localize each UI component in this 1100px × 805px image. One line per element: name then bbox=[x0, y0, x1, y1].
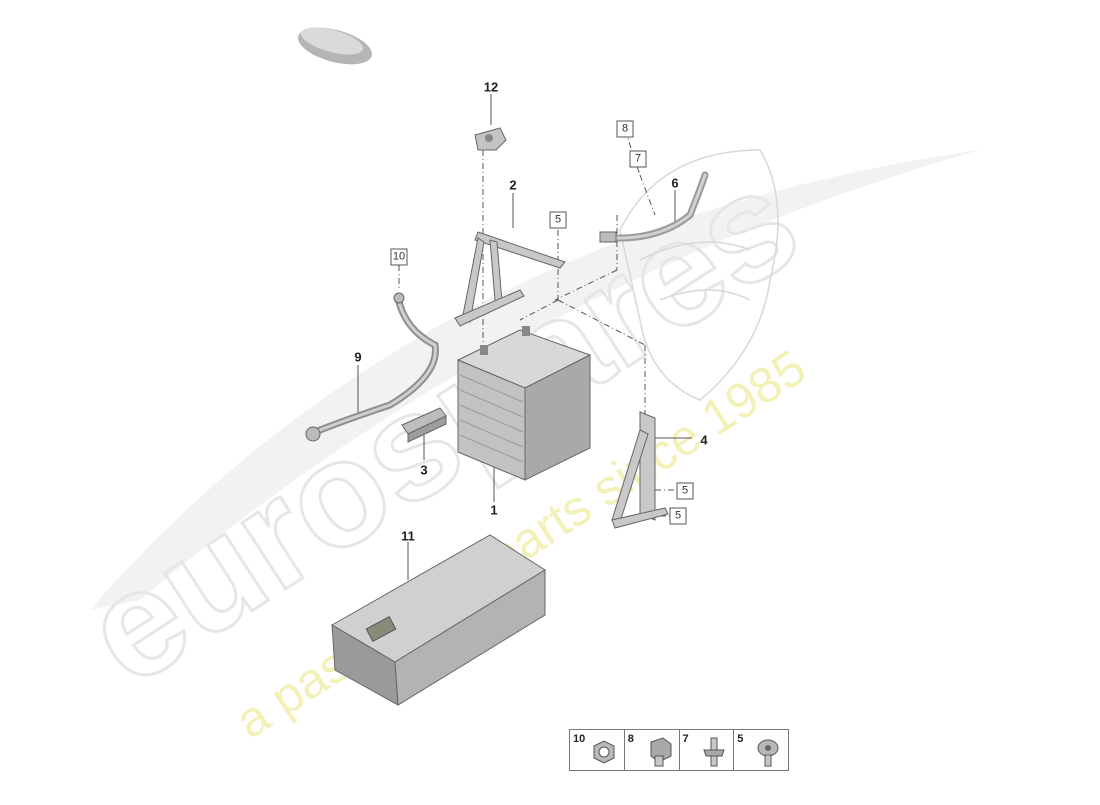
torx-screw-icon bbox=[757, 739, 779, 767]
terminal-cover-part bbox=[401, 407, 447, 443]
fastener-legend: 10 8 7 5 bbox=[569, 729, 789, 771]
callout-4: 4 bbox=[700, 432, 708, 448]
legend-number: 7 bbox=[682, 733, 689, 745]
callout-1: 1 bbox=[490, 502, 498, 518]
boxed-ref-5-right-b: 5 bbox=[669, 507, 687, 525]
battery-part bbox=[456, 326, 592, 481]
legend-number: 10 bbox=[573, 733, 586, 745]
rubber-cap bbox=[298, 27, 372, 65]
boxed-ref-5-right-a: 5 bbox=[676, 482, 694, 500]
callout-3: 3 bbox=[420, 462, 428, 478]
legend-cell-7: 7 bbox=[680, 730, 735, 770]
callout-2: 2 bbox=[509, 177, 517, 193]
callout-11: 11 bbox=[401, 528, 415, 544]
legend-cell-8: 8 bbox=[625, 730, 680, 770]
boxed-ref-5-top: 5 bbox=[549, 211, 567, 229]
ground-cable-part bbox=[305, 292, 439, 442]
boxed-ref-7: 7 bbox=[629, 150, 647, 168]
callout-6: 6 bbox=[671, 175, 679, 191]
positive-cable-part bbox=[599, 171, 709, 243]
legend-cell-10: 10 bbox=[570, 730, 625, 770]
battery-mount-bracket bbox=[611, 411, 669, 529]
hex-nut-icon bbox=[593, 740, 615, 764]
battery-packaging-box bbox=[331, 534, 546, 706]
legend-number: 5 bbox=[737, 733, 744, 745]
legend-cell-5: 5 bbox=[734, 730, 788, 770]
legend-number: 8 bbox=[627, 733, 634, 745]
stud-bolt-icon bbox=[702, 737, 725, 767]
hex-bolt-icon bbox=[650, 737, 672, 767]
boxed-ref-10: 10 bbox=[390, 248, 408, 266]
callout-9: 9 bbox=[354, 349, 362, 365]
terminal-clamp-part bbox=[474, 127, 507, 151]
battery-hold-down-bracket bbox=[454, 231, 566, 327]
leader-lines bbox=[357, 94, 692, 580]
boxed-ref-8: 8 bbox=[616, 120, 634, 138]
callout-12: 12 bbox=[483, 79, 499, 95]
watermark-swoosh bbox=[90, 150, 980, 610]
vehicle-body-outline bbox=[619, 149, 779, 401]
